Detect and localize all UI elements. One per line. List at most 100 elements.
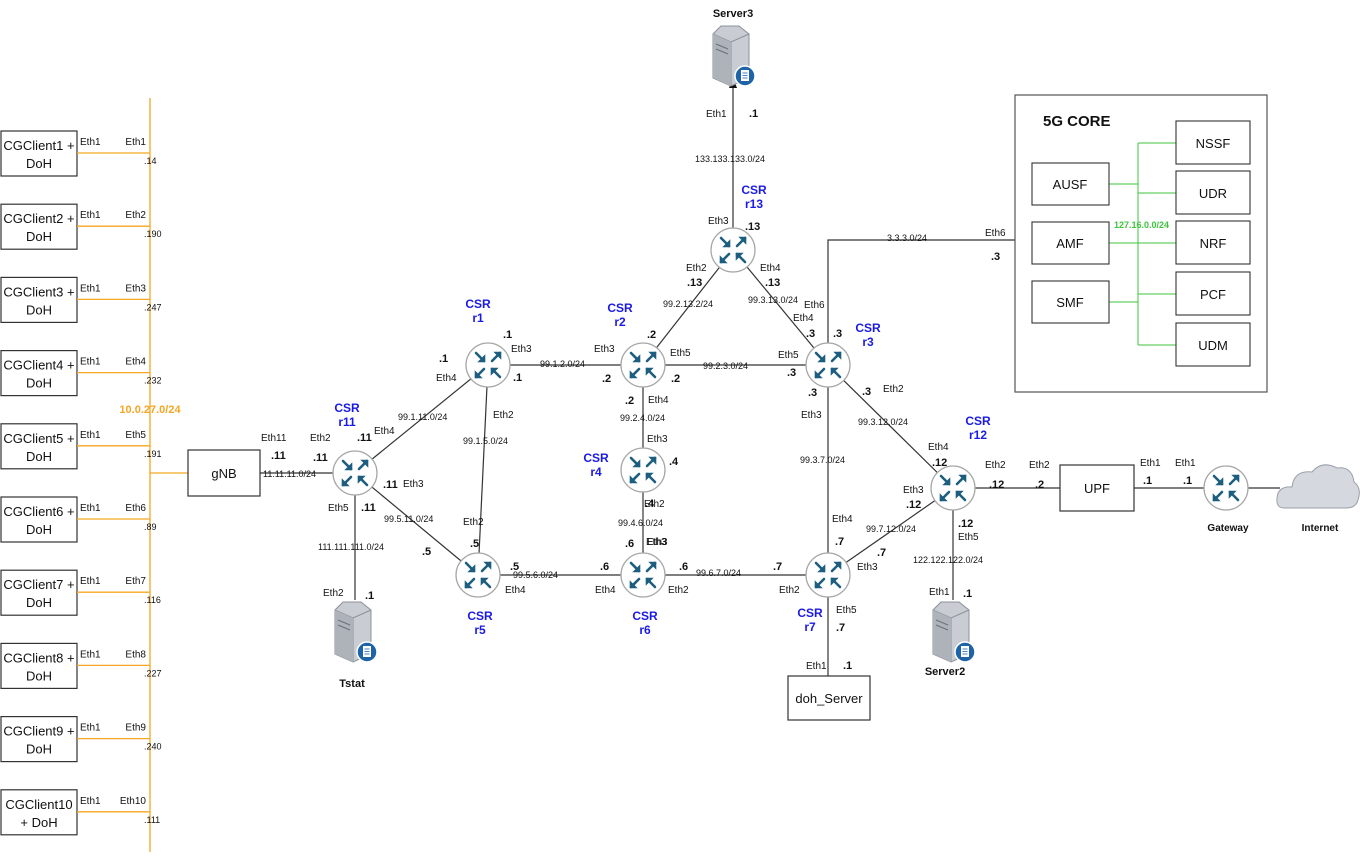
server3-node[interactable]: Server3 <box>712 8 756 87</box>
client-port-label: Eth1 <box>80 723 101 734</box>
ip-label: .5 <box>510 561 519 573</box>
router-icon[interactable] <box>804 551 852 599</box>
core-function-label: UDR <box>1199 186 1227 201</box>
port-label: Eth3 <box>801 410 822 421</box>
client-box[interactable] <box>0 496 78 543</box>
router-icon[interactable] <box>619 551 667 599</box>
router-icon[interactable] <box>619 341 667 389</box>
ip-label: .6 <box>679 561 688 573</box>
core-function[interactable]: AUSF <box>1031 162 1110 206</box>
ip-label: .11 <box>357 432 372 444</box>
link-subnet-label: 99.3.13.0/24 <box>748 295 798 305</box>
ip-label: .1 <box>513 372 522 384</box>
gnb-node[interactable]: gNB <box>187 449 261 497</box>
core-function-label: NRF <box>1200 236 1227 251</box>
server-icon[interactable] <box>334 601 378 663</box>
internet-label: Internet <box>1302 523 1339 534</box>
router-icon[interactable] <box>454 551 502 599</box>
core-function-box[interactable] <box>1175 120 1251 165</box>
core-function[interactable]: UDR <box>1175 170 1251 215</box>
upf-box[interactable] <box>1059 464 1135 512</box>
core-function[interactable]: UDM <box>1175 322 1251 367</box>
client-name-line2: DoH <box>26 668 52 683</box>
tstat-node[interactable]: Tstat <box>334 601 378 690</box>
upf-node[interactable]: UPF <box>1059 464 1135 512</box>
ip-label: .2 <box>671 373 680 385</box>
client-box[interactable] <box>0 569 78 616</box>
client-ip-label: .116 <box>144 595 161 605</box>
client-box[interactable] <box>0 130 78 177</box>
core-function-box[interactable] <box>1175 220 1251 265</box>
client-box[interactable] <box>0 423 78 470</box>
client-box[interactable] <box>0 715 78 763</box>
gateway-node[interactable]: Gateway <box>1202 464 1250 534</box>
gnb-box[interactable] <box>187 449 261 497</box>
internet-node[interactable]: Internet <box>1276 464 1360 534</box>
client-name-line2: DoH <box>26 522 52 537</box>
core-function-box[interactable] <box>1031 280 1110 324</box>
core-function[interactable]: SMF <box>1031 280 1110 324</box>
router-icon[interactable] <box>464 341 512 389</box>
link-subnet-label: 99.2.4.0/24 <box>620 413 665 423</box>
core-function-label: NSSF <box>1196 136 1231 151</box>
client-name-line2: DoH <box>26 742 52 757</box>
doh-server-node[interactable]: doh_Server <box>787 675 871 721</box>
client-box[interactable] <box>0 276 78 323</box>
lan-port-label: Eth6 <box>125 503 146 514</box>
router-icon[interactable] <box>331 449 379 497</box>
client-name-line1: CGClient8 + <box>3 650 74 665</box>
client-box[interactable] <box>0 642 78 690</box>
core-function-box[interactable] <box>1175 322 1251 367</box>
cloud-icon[interactable] <box>1276 464 1360 509</box>
port-label: Eth5 <box>670 348 691 359</box>
core-function-box[interactable] <box>1031 221 1110 265</box>
server2-node[interactable]: Server2 <box>925 601 976 678</box>
router-icon[interactable] <box>709 226 757 274</box>
link-subnet-label: 99.7.12.0/24 <box>866 524 916 534</box>
core-function-box[interactable] <box>1175 271 1251 316</box>
router-icon[interactable] <box>1202 464 1250 512</box>
core-function[interactable]: NRF <box>1175 220 1251 265</box>
core-function[interactable]: PCF <box>1175 271 1251 316</box>
core-function-box[interactable] <box>1175 170 1251 215</box>
core-function[interactable]: AMF <box>1031 221 1110 265</box>
doh-server-box[interactable] <box>787 675 871 721</box>
link-subnet-label: 99.1.2.0/24 <box>540 359 585 369</box>
router-icon[interactable] <box>804 341 852 389</box>
server-icon[interactable] <box>932 601 976 663</box>
core-function-box[interactable] <box>1031 162 1110 206</box>
router-icon[interactable] <box>619 446 667 494</box>
client-box[interactable] <box>0 203 78 250</box>
router-icon[interactable] <box>929 464 977 512</box>
client-name-line1: CGClient4 + <box>3 358 74 373</box>
ip-label: .11 <box>361 502 376 514</box>
ip-label: .2 <box>625 395 634 407</box>
ip-label: .1 <box>1183 475 1192 487</box>
client-name-line2: DoH <box>26 229 52 244</box>
core-function[interactable]: NSSF <box>1175 120 1251 165</box>
ip-label: .3 <box>787 367 796 379</box>
client-box[interactable] <box>0 789 78 836</box>
server-icon[interactable] <box>712 25 756 87</box>
